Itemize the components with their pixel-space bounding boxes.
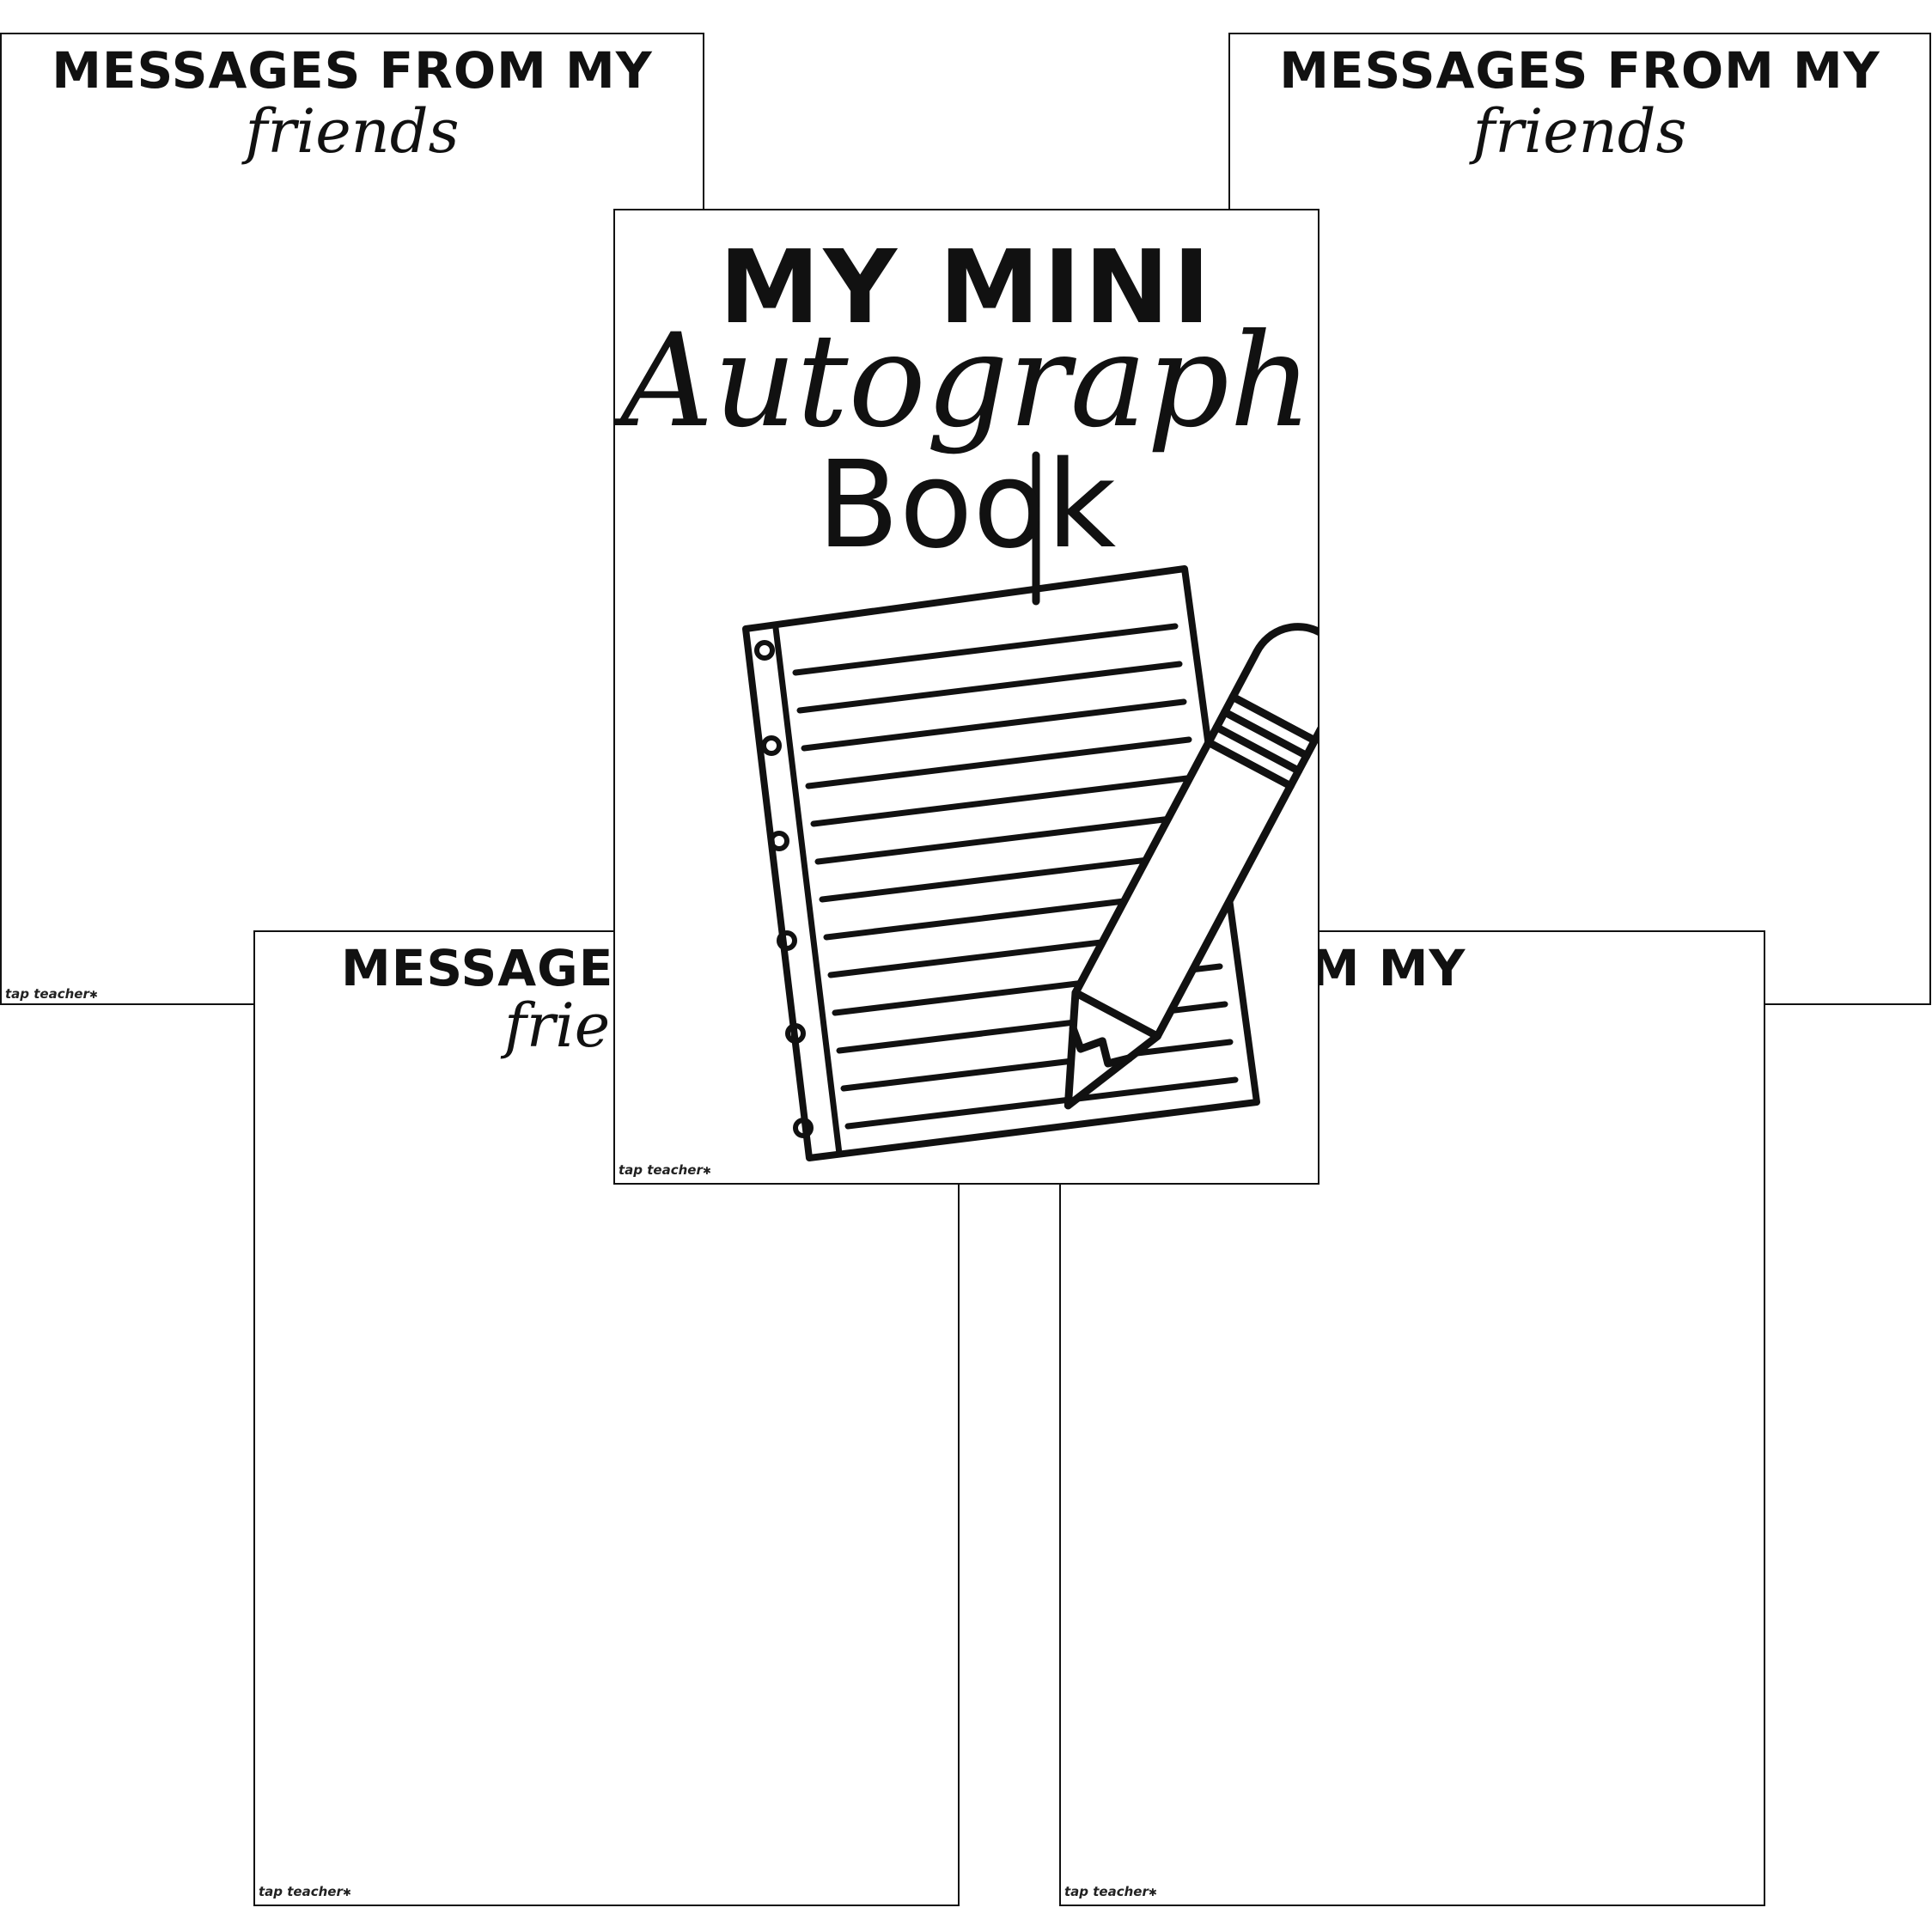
brand-logo: tap teacher✱: [5, 986, 98, 1002]
cover-page: MY MINI Autograph Book tap teacher✱: [613, 209, 1319, 1185]
page-heading: MESSAGES FROM MY: [52, 41, 653, 100]
brand-logo: tap teacher✱: [1064, 1884, 1157, 1899]
brand-logo: tap teacher✱: [619, 1162, 711, 1178]
messages-page-top-left: MESSAGES FROM MY friends tap teacher✱: [0, 33, 704, 1005]
brand-star-icon: ✱: [702, 1165, 711, 1177]
cover-title-line3: Book: [816, 436, 1117, 576]
brand-star-icon: ✱: [1148, 1886, 1157, 1898]
brand-star-icon: ✱: [88, 989, 98, 1001]
pencil-icon: [1064, 623, 1318, 1110]
brand-text: tap teacher: [259, 1884, 343, 1899]
messages-page-top-right: MESSAGES FROM MY friends tap teacher✱: [1228, 33, 1931, 1005]
page-heading: MESSAGES: [341, 939, 651, 997]
brand-text: tap teacher: [1064, 1884, 1149, 1899]
cover-title-script: Autograph: [620, 307, 1313, 456]
brand-text: tap teacher: [5, 986, 89, 1002]
page-script-word: friends: [1472, 96, 1687, 167]
brand-text: tap teacher: [619, 1162, 703, 1178]
page-heading: MESSAGES FROM MY: [1279, 41, 1880, 100]
page-script-word: friends: [245, 96, 460, 167]
brand-star-icon: ✱: [342, 1886, 351, 1898]
cover-title-line1: MY MINI: [719, 228, 1214, 346]
cover-illustration: [742, 451, 1318, 1161]
brand-logo: tap teacher✱: [259, 1884, 351, 1899]
